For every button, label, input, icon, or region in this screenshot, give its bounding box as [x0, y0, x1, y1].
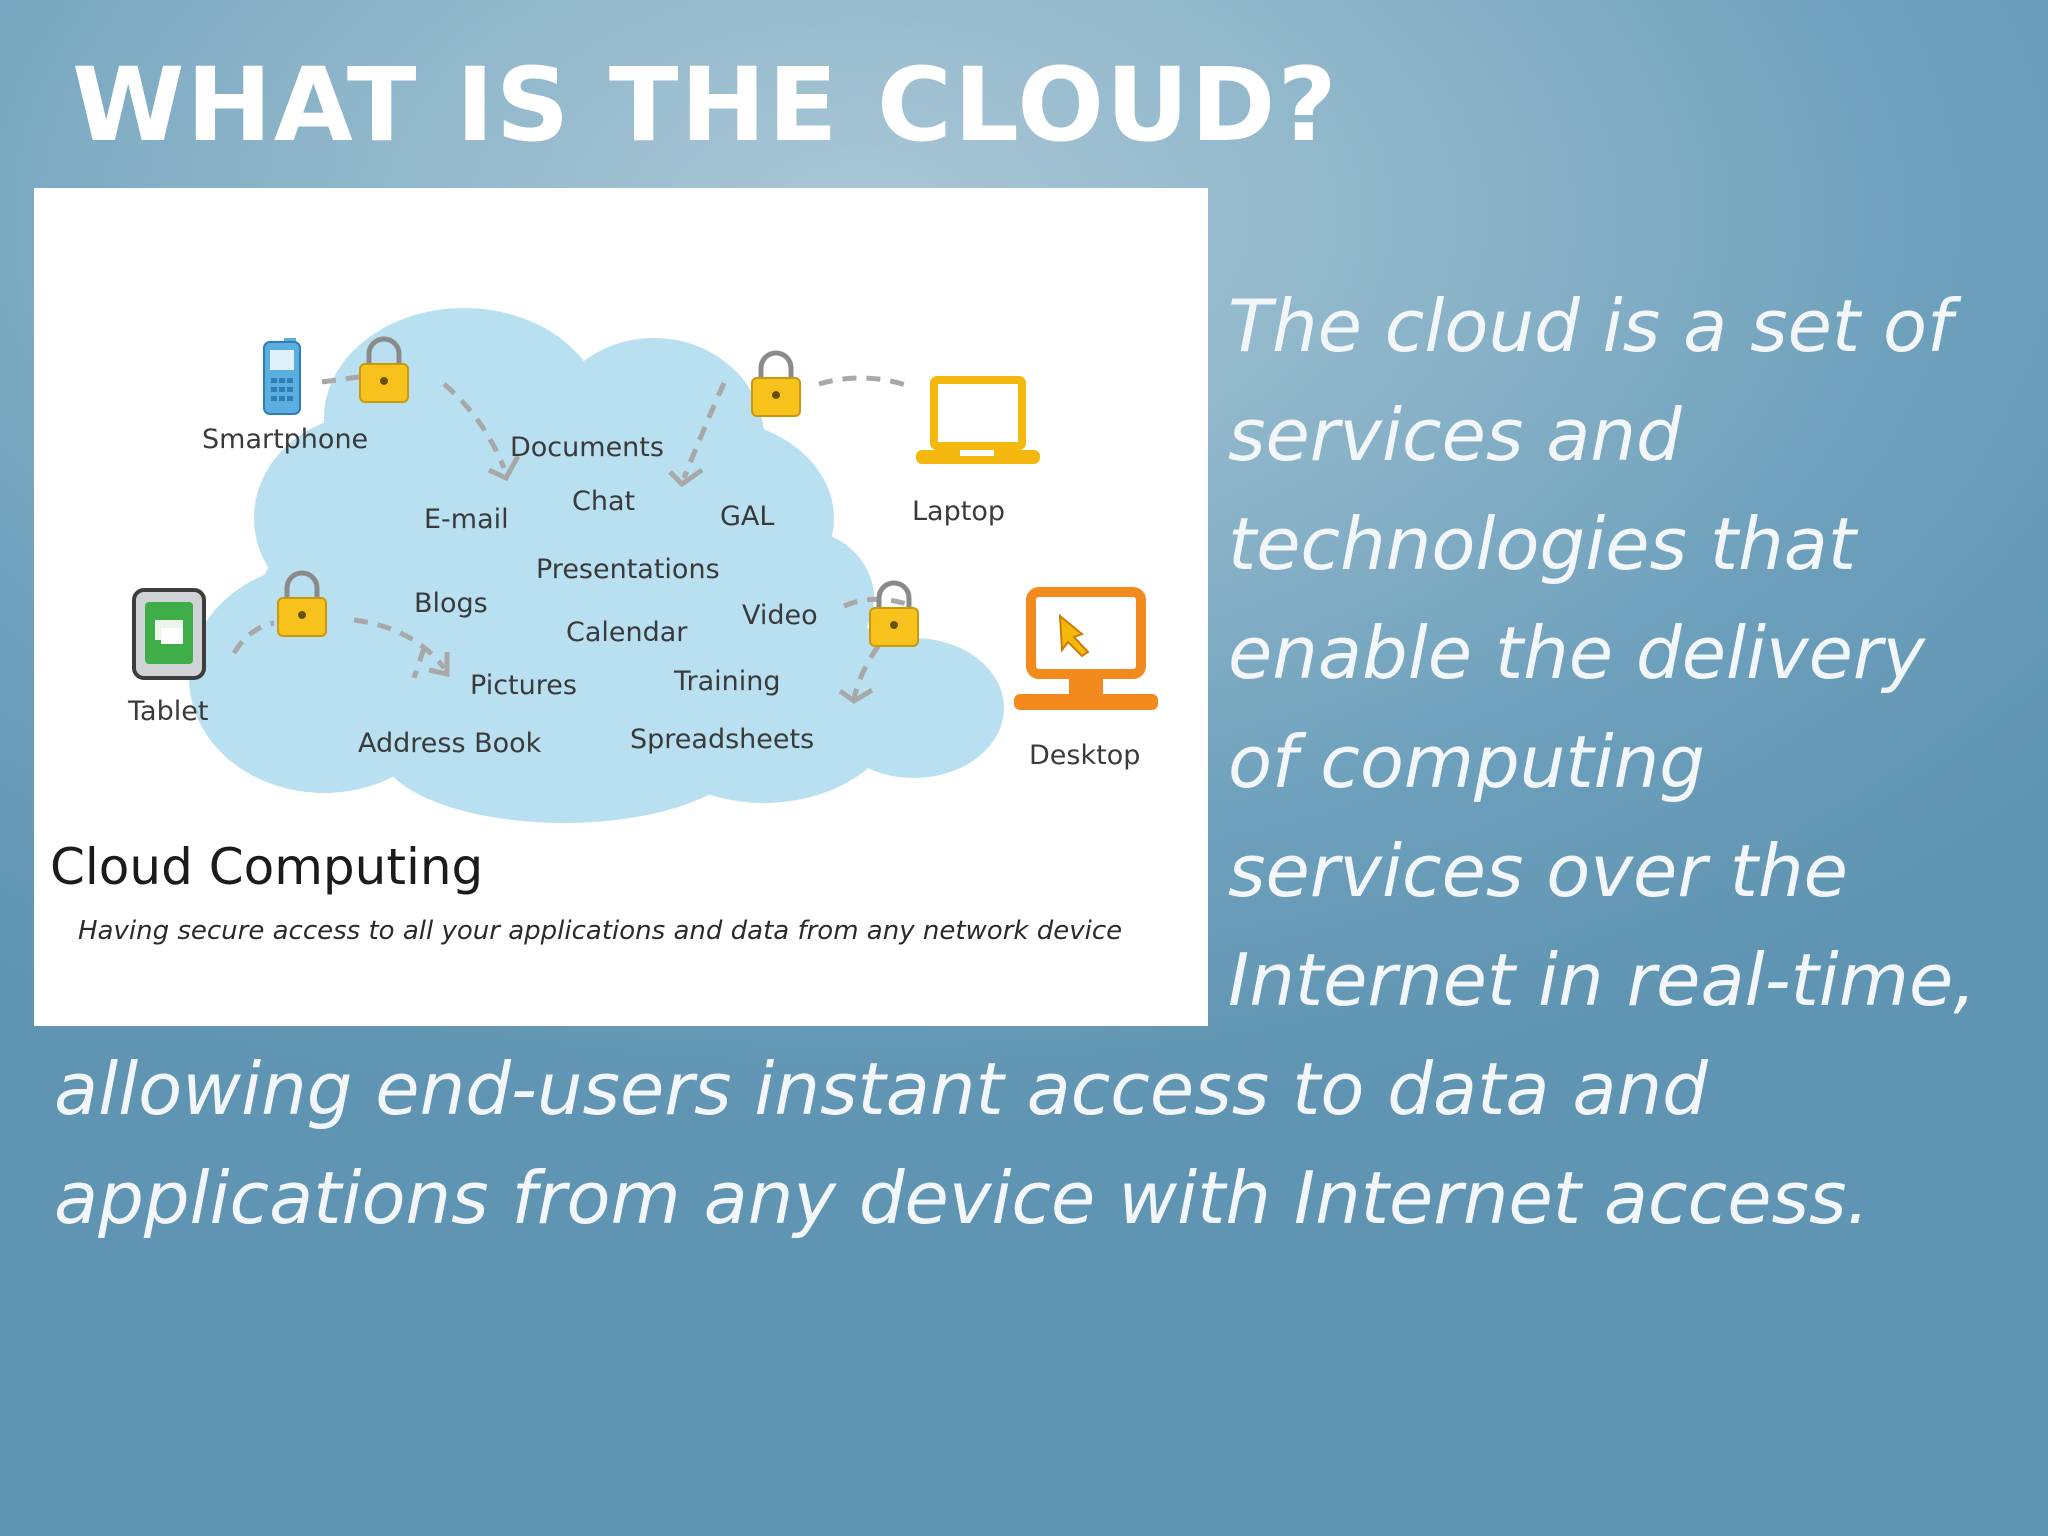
label-desktop: Desktop	[1029, 740, 1140, 771]
padlock-icon	[869, 580, 919, 647]
padlock-icon	[359, 336, 409, 403]
cloud-diagram: Smartphone Laptop Tablet Desktop Documen…	[127, 308, 1158, 823]
service-address-book: Address Book	[358, 728, 542, 759]
tablet-icon	[132, 588, 206, 680]
desktop-icon	[1014, 587, 1158, 710]
body-text-line: services and	[1228, 393, 1682, 477]
service-pictures: Pictures	[470, 670, 577, 701]
arrowheads	[428, 454, 874, 704]
service-calendar: Calendar	[566, 617, 688, 648]
figure-caption: Cloud Computing	[50, 838, 484, 896]
body-text-line: The cloud is a set of	[1228, 284, 1953, 368]
body-text-line: applications from any device with Intern…	[54, 1156, 1870, 1240]
service-spreadsheets: Spreadsheets	[630, 724, 814, 755]
padlock-icon	[277, 570, 327, 637]
service-blogs: Blogs	[414, 588, 488, 619]
body-text-line: services over the	[1228, 829, 1848, 913]
body-text-line: Internet in real-time,	[1228, 938, 1977, 1022]
laptop-icon	[916, 376, 1040, 464]
label-laptop: Laptop	[912, 496, 1005, 527]
label-tablet: Tablet	[127, 696, 208, 727]
service-training: Training	[673, 666, 781, 697]
service-video: Video	[742, 600, 818, 631]
cloud-shape	[189, 308, 1004, 823]
service-presentations: Presentations	[536, 554, 720, 585]
service-chat: Chat	[572, 486, 635, 517]
service-email: E-mail	[424, 504, 509, 535]
slide-title: WHAT IS THE CLOUD?	[72, 46, 1339, 165]
body-text-line: enable the delivery	[1228, 611, 1926, 695]
service-gal: GAL	[720, 501, 774, 532]
smartphone-icon	[263, 338, 301, 415]
figure-subcaption: Having secure access to all your applica…	[78, 916, 1123, 946]
service-documents: Documents	[510, 432, 664, 463]
cloud-computing-figure: Smartphone Laptop Tablet Desktop Documen…	[34, 188, 1208, 1026]
body-text-line: of computing	[1228, 720, 1705, 804]
body-text-line: allowing end-users instant access to dat…	[54, 1047, 1708, 1131]
body-text-line: technologies that	[1228, 502, 1857, 586]
label-smartphone: Smartphone	[202, 424, 368, 455]
padlock-icon	[751, 350, 801, 417]
